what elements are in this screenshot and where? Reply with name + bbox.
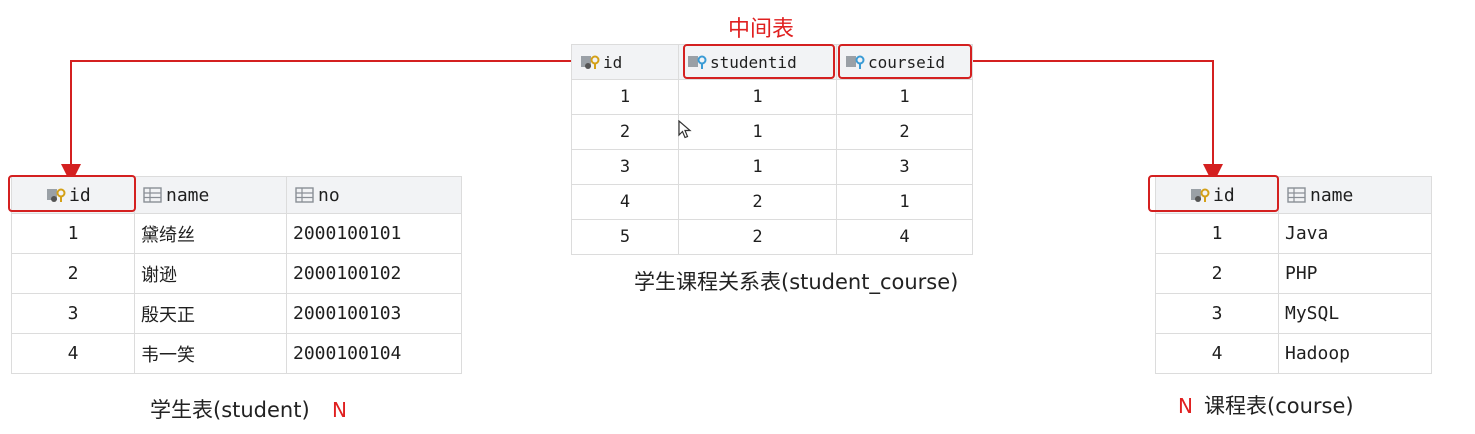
cell: 4: [836, 219, 973, 255]
cell: Hadoop: [1278, 333, 1432, 374]
cell: 2: [836, 114, 973, 150]
column-icon: [1287, 186, 1306, 203]
column-icon: [143, 186, 162, 203]
column-header-id[interactable]: id: [1155, 176, 1279, 214]
cell: 2: [678, 219, 837, 255]
column-header-label: name: [166, 184, 210, 206]
primary-key-icon: [1191, 188, 1210, 202]
course-table-caption: 课程表(course): [1204, 394, 1354, 418]
column-icon: [295, 186, 314, 203]
cell: 3: [836, 149, 973, 185]
column-header-id[interactable]: id: [571, 44, 679, 80]
cell: 韦一笑: [134, 333, 287, 374]
cell: 2000100103: [286, 293, 462, 334]
cell: 3: [11, 293, 135, 334]
cell: 4: [1155, 333, 1279, 374]
cell: 1: [678, 149, 837, 185]
column-header-name[interactable]: name: [1278, 176, 1432, 214]
column-header-label: id: [603, 52, 623, 72]
cell: 1: [836, 79, 973, 115]
courseid-highlight: [838, 44, 972, 79]
cell: 黛绮丝: [134, 213, 287, 254]
cell: 3: [1155, 293, 1279, 334]
cell: MySQL: [1278, 293, 1432, 334]
cell: 2000100101: [286, 213, 462, 254]
cell: 1: [11, 213, 135, 254]
cell: 4: [11, 333, 135, 374]
primary-key-icon: [581, 55, 600, 69]
cell: 2: [571, 114, 679, 150]
foreign-key-icon: [688, 55, 707, 69]
cell: 1: [678, 114, 837, 150]
cell: 5: [571, 219, 679, 255]
cell: PHP: [1278, 253, 1432, 294]
cell: 谢逊: [134, 253, 287, 294]
column-header-name[interactable]: name: [134, 176, 287, 214]
cell: 1: [678, 79, 837, 115]
cell: 1: [836, 184, 973, 220]
column-header-label: studentid: [710, 52, 797, 72]
cell: 4: [571, 184, 679, 220]
column-header-label: id: [69, 184, 91, 206]
course-cardinality: N: [1178, 394, 1193, 418]
cell: 殷天正: [134, 293, 287, 334]
cell: 1: [1155, 213, 1279, 254]
studentid-highlight: [683, 44, 835, 79]
course-id-highlight: [1148, 175, 1279, 212]
cell: 2: [1155, 253, 1279, 294]
student-cardinality: N: [332, 398, 347, 422]
middle-table-title: 中间表: [728, 17, 795, 42]
column-header-no[interactable]: no: [286, 176, 462, 214]
column-header-label: name: [1310, 184, 1354, 206]
column-header-studentid[interactable]: studentid: [678, 44, 837, 80]
column-header-label: id: [1213, 184, 1235, 206]
studentid-to-student-id-line: [61, 60, 683, 184]
cell: Java: [1278, 213, 1432, 254]
cell: 1: [571, 79, 679, 115]
column-header-label: no: [318, 184, 340, 206]
column-header-id[interactable]: id: [11, 176, 135, 214]
cell: 2: [678, 184, 837, 220]
foreign-key-icon: [846, 55, 865, 69]
primary-key-icon: [47, 188, 66, 202]
middle-table-caption: 学生课程关系表(student_course): [634, 270, 959, 294]
cell: 2000100102: [286, 253, 462, 294]
cell: 3: [571, 149, 679, 185]
cell: 2: [11, 253, 135, 294]
courseid-to-course-id-line: [972, 60, 1223, 184]
cell: 2000100104: [286, 333, 462, 374]
student-id-highlight: [8, 175, 136, 212]
student-table-caption: 学生表(student): [150, 398, 310, 422]
column-header-label: courseid: [868, 52, 946, 72]
mouse-cursor-icon: [678, 120, 692, 139]
